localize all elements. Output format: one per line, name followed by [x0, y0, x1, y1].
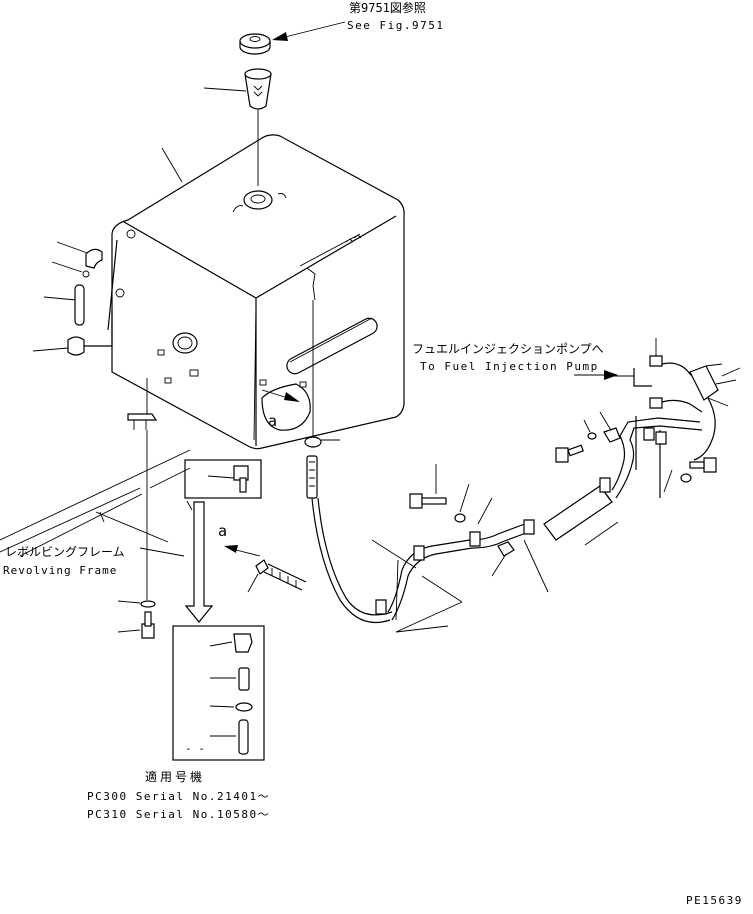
bolt-group-upper — [555, 411, 717, 498]
drain-valve — [127, 378, 158, 600]
revolving-frame-label-jp: レボルビングフレーム — [5, 545, 125, 559]
see-fig-label-jp: 第9751図参照 — [349, 0, 426, 15]
detail-arrow — [184, 501, 214, 623]
revolving-frame — [0, 449, 193, 557]
fuel-pump-arrow — [574, 370, 618, 380]
revolving-frame-label-en: Revolving Frame — [3, 564, 117, 577]
serial-line-1: PC300 Serial No.21401～ — [87, 790, 270, 803]
fuel-filter — [543, 417, 703, 546]
detail-dash: - - — [185, 742, 205, 755]
detail-box-small — [184, 459, 262, 499]
hose-leader-box — [371, 539, 549, 633]
detail-box-large: - - — [172, 625, 265, 761]
view-a-label: a — [218, 522, 227, 540]
drawing-number: PE15639 — [686, 894, 743, 907]
fuel-hose-run — [375, 519, 535, 621]
view-a-arrow — [224, 545, 261, 557]
fuel-pump-label-jp: フュエルインジェクションポンプへ — [412, 342, 604, 356]
serial-line-2: PC310 Serial No.10580～ — [87, 808, 270, 821]
bolt-group-center — [409, 464, 493, 525]
fuel-pump-label-en: To Fuel Injection Pump — [420, 360, 599, 373]
fuel-hose-main — [247, 559, 307, 593]
serial-heading: 適用号機 — [145, 769, 205, 784]
tank-left-fittings — [32, 229, 136, 356]
tank-cap — [239, 33, 271, 55]
fuel-tank — [111, 134, 405, 450]
strainer — [203, 68, 272, 186]
view-a-label-tank: a — [268, 412, 277, 430]
frame-washer-bolt — [117, 600, 156, 639]
see-fig-label-en: See Fig.9751 — [347, 19, 444, 32]
drain-line-right — [304, 267, 393, 624]
see-fig-arrow — [272, 21, 346, 41]
pump-connection — [612, 338, 741, 461]
view-a-marker-tank: a — [261, 383, 311, 431]
